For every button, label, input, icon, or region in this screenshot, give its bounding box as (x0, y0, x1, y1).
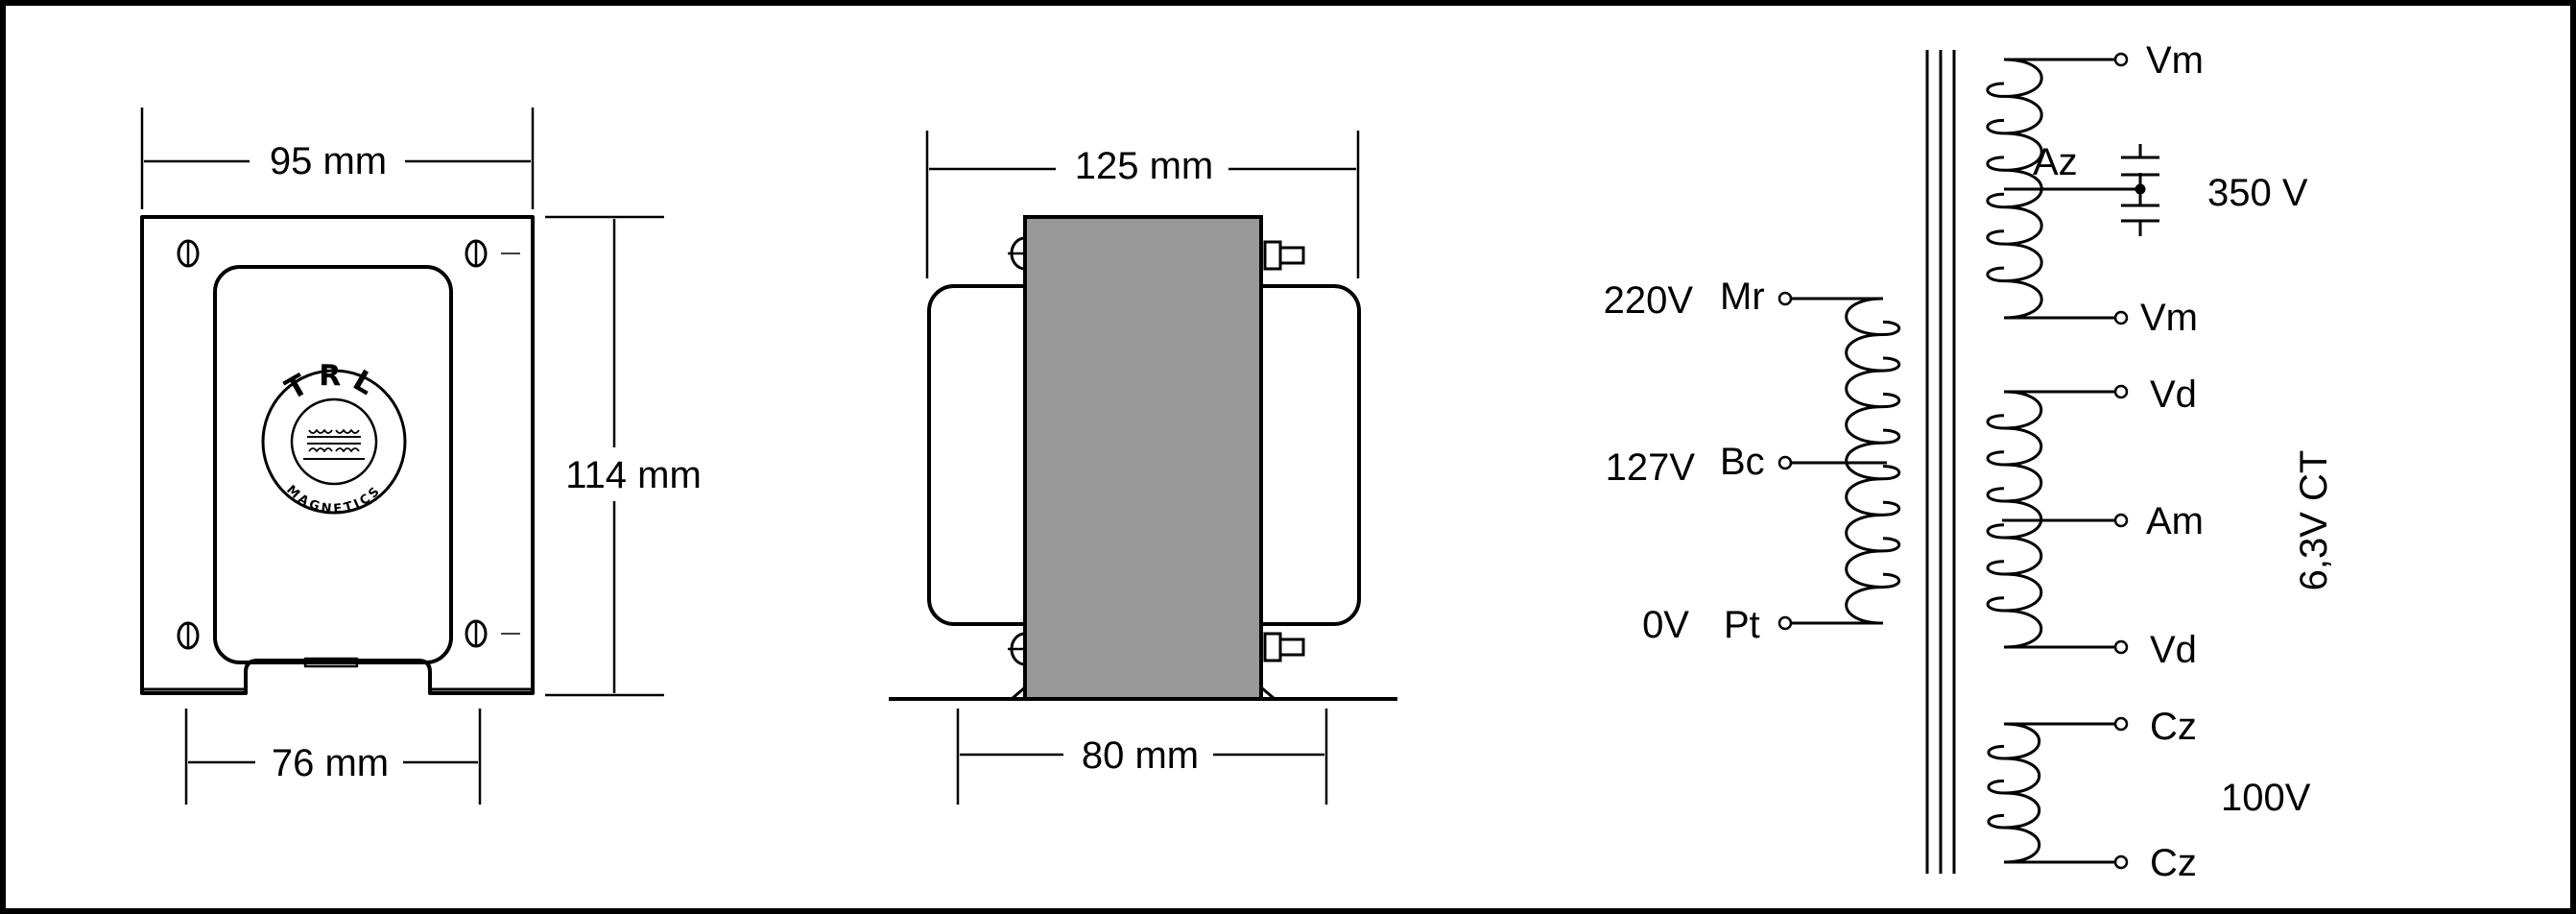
terminals (1777, 52, 2129, 870)
terminal-vm-top (2113, 52, 2129, 67)
primary-mr-name: Mr (1720, 276, 1765, 318)
aux-top-name: Cz (2150, 706, 2197, 748)
hv-coil (1986, 58, 2115, 320)
primary-bc-name: Bc (1720, 441, 1765, 483)
front-base-label: 76 mm (272, 742, 389, 784)
terminal-pt (1777, 615, 1793, 631)
trl-logo (261, 369, 407, 515)
mounting-hole (465, 239, 520, 268)
terminal-am (2113, 513, 2129, 528)
coil-group (1791, 58, 2115, 864)
front-view (140, 215, 535, 695)
heater-top-name: Vd (2150, 373, 2197, 416)
primary-coil (1791, 297, 1901, 625)
hv-top-name: Vm (2146, 39, 2204, 82)
heater-bottom-name: Vd (2150, 629, 2197, 671)
side-dimension-lines (925, 131, 1360, 805)
terminal-vd-bottom (2113, 639, 2129, 655)
mounting-hole (465, 619, 520, 648)
front-width-label: 95 mm (270, 140, 387, 182)
heater-coil (1986, 390, 2115, 649)
terminal-cz-bottom (2113, 854, 2129, 870)
terminal-cz-top (2113, 716, 2129, 732)
bolt-nut (1263, 632, 1305, 662)
aux-voltage: 100V (2221, 777, 2311, 819)
primary-mr-voltage: 220V (1604, 279, 1694, 322)
heater-center-name: Am (2146, 500, 2204, 542)
mounting-hole (177, 621, 200, 650)
screw-head (1008, 632, 1026, 666)
side-base-label: 80 mm (1082, 734, 1199, 777)
logo-bottom-text: MAGNETICS (283, 483, 384, 517)
primary-pt-name: Pt (1724, 604, 1760, 646)
az-tap-symbol (2121, 144, 2159, 236)
terminal-mr (1777, 291, 1793, 306)
aux-bottom-name: Cz (2150, 842, 2197, 884)
front-dimension-lines (140, 108, 664, 805)
terminal-vd-top (2113, 384, 2129, 399)
hv-voltage: 350 V (2207, 172, 2308, 214)
mounting-hole (177, 239, 200, 268)
aux-coil (1987, 722, 2115, 864)
terminal-bc (1777, 455, 1793, 470)
hv-tap-name: Az (2033, 141, 2078, 183)
bolt-nut (1263, 240, 1305, 271)
schematic (1791, 50, 2142, 874)
heater-voltage: 6,3V CT (2293, 450, 2335, 591)
primary-bc-voltage: 127V (1606, 446, 1696, 489)
hv-bottom-name: Vm (2140, 297, 2198, 339)
side-view (889, 215, 1397, 701)
primary-pt-voltage: 0V (1642, 604, 1689, 646)
side-width-label: 125 mm (1075, 145, 1214, 187)
front-height-label: 114 mm (565, 454, 702, 496)
side-core (1023, 215, 1263, 701)
screw-head (1008, 236, 1026, 271)
primary-winding (1791, 297, 1887, 465)
front-coil (213, 265, 453, 664)
terminal-vm-bottom (2113, 310, 2129, 325)
